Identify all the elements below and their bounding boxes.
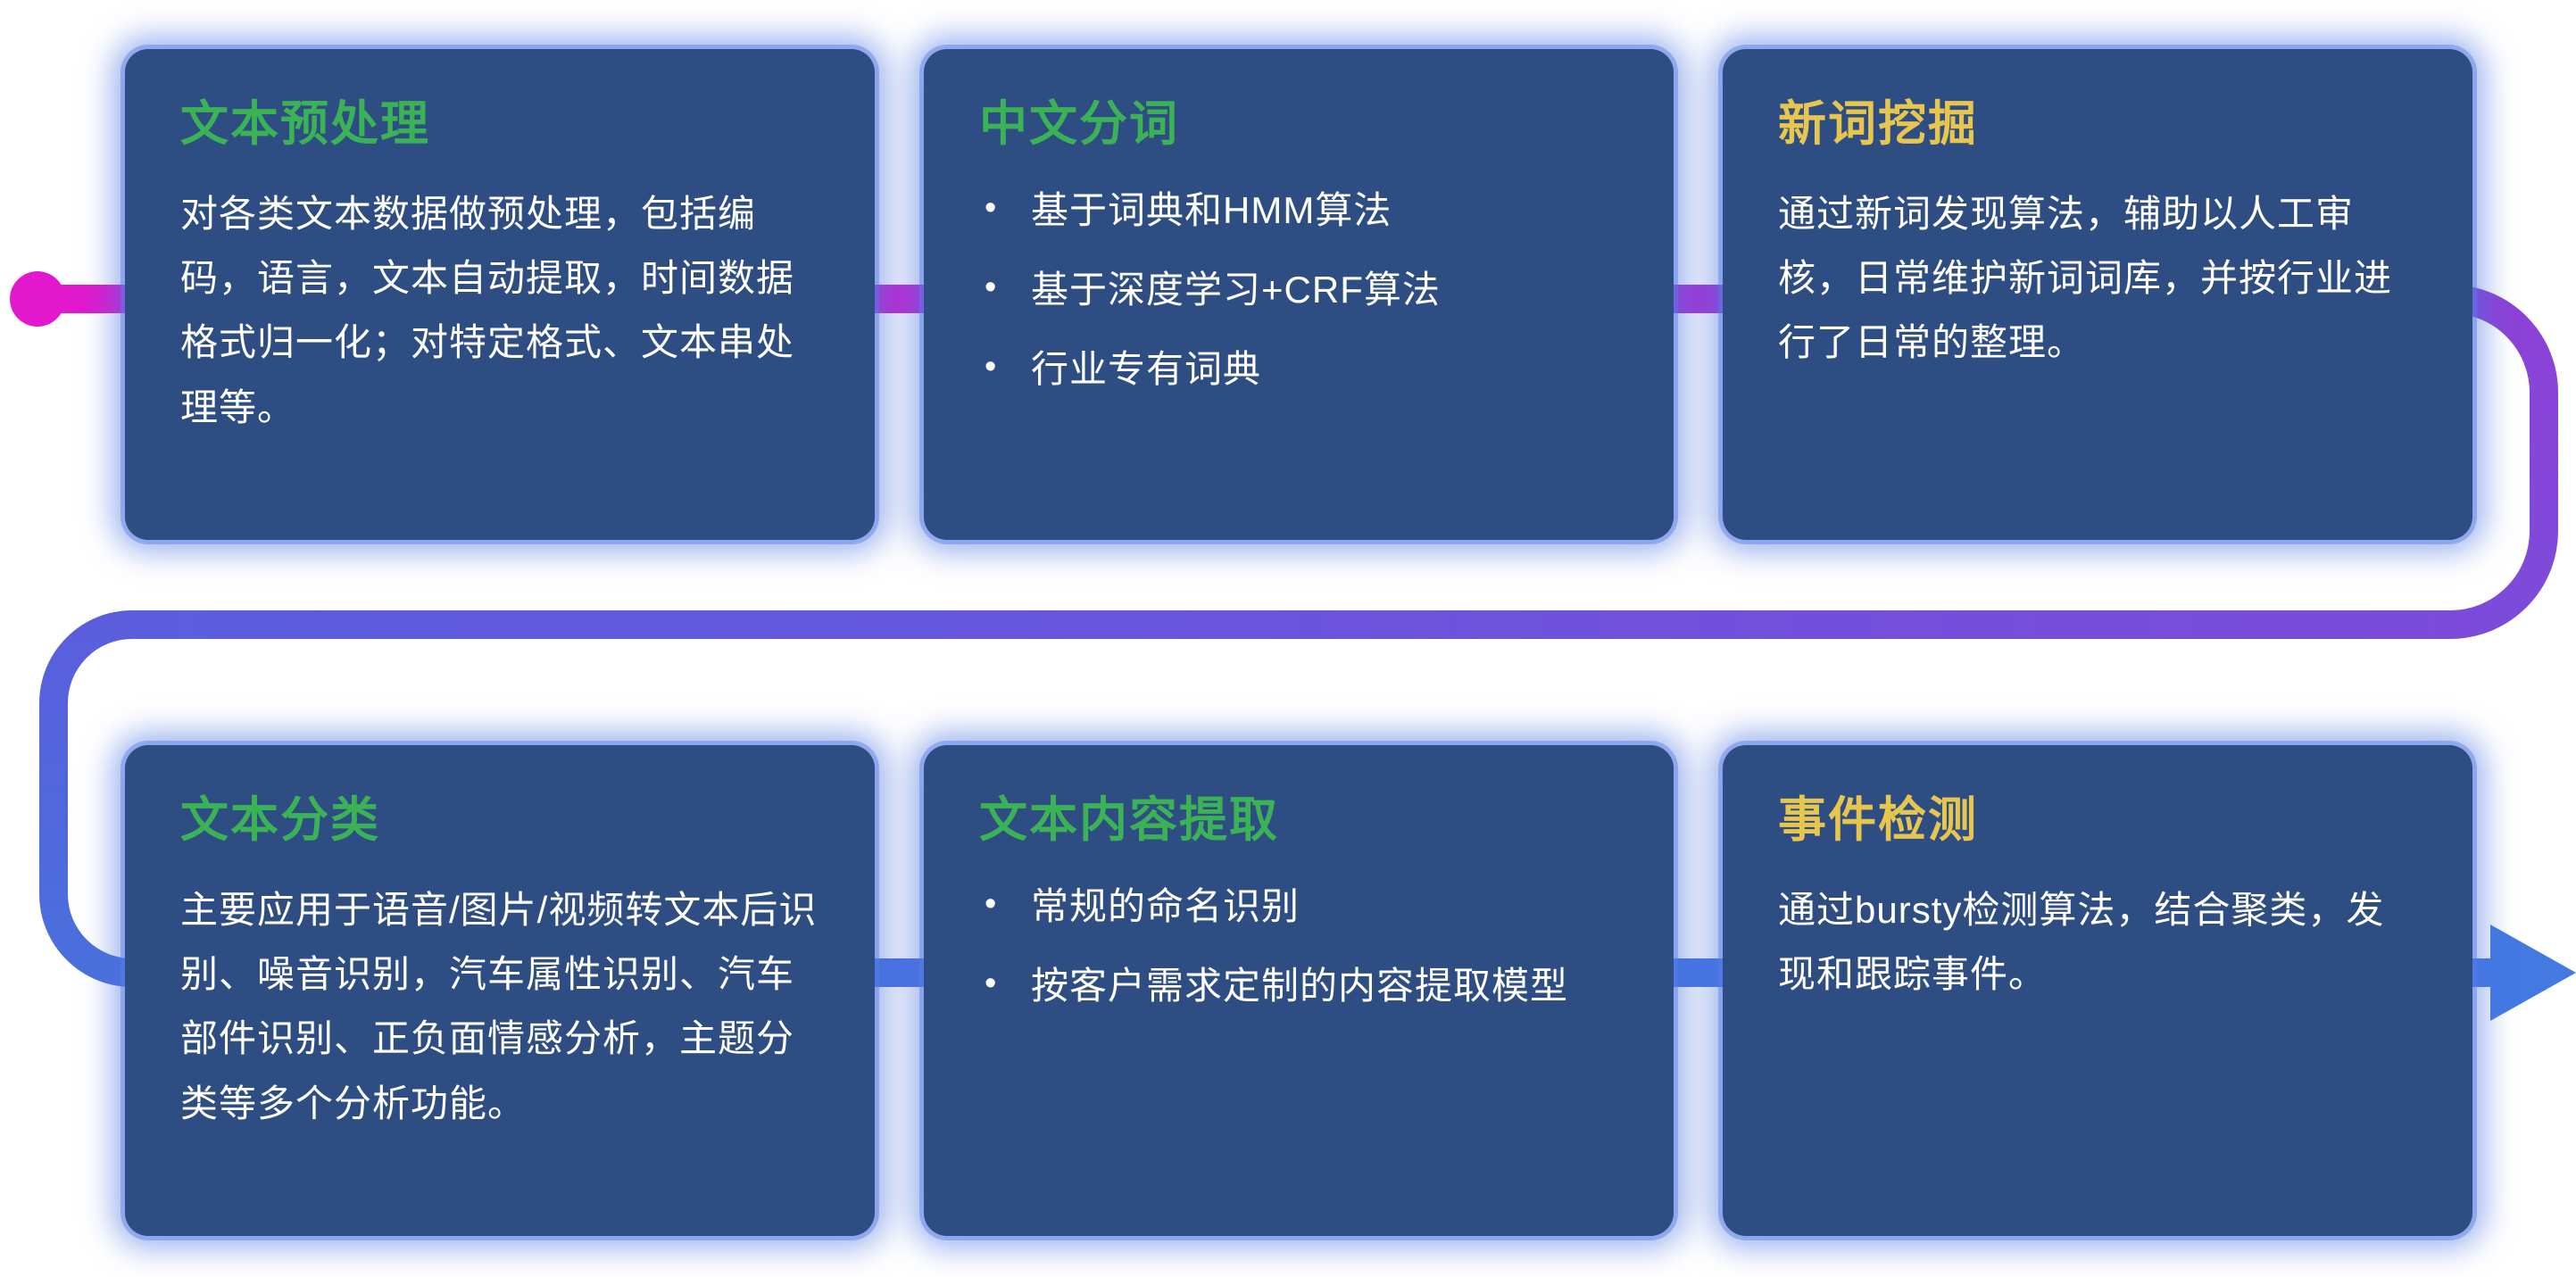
bullet-item: 基于词典和HMM算法 (979, 182, 1618, 238)
bullet-item: 行业专有词典 (979, 341, 1618, 397)
card-text-preprocessing: 文本预处理 对各类文本数据做预处理，包括编码，语言，文本自动提取，时间数据格式归… (125, 49, 875, 540)
card-body: 通过新词发现算法，辅助以人工审核，日常维护新词词库，并按行业进行了日常的整理。 (1778, 192, 2393, 364)
card-new-word-mining: 新词挖掘 通过新词发现算法，辅助以人工审核，日常维护新词词库，并按行业进行了日常… (1723, 49, 2472, 540)
card-title: 文本预处理 (180, 97, 430, 151)
bullet-item: 按客户需求定制的内容提取模型 (979, 958, 1618, 1014)
card-title: 中文分词 (979, 97, 1179, 151)
bullet-list: 常规的命名识别 按客户需求定制的内容提取模型 (979, 878, 1618, 1014)
flow-curve-left (39, 610, 133, 987)
card-body: 通过bursty检测算法，结合聚类，发现和跟踪事件。 (1778, 888, 2385, 996)
flow-start-dot (10, 271, 65, 327)
flow-curve-right (2449, 285, 2558, 639)
cards-grid: 文本预处理 对各类文本数据做预处理，包括编码，语言，文本自动提取，时间数据格式归… (125, 49, 2472, 1236)
card-title: 事件检测 (1778, 793, 1978, 847)
card-body: 对各类文本数据做预处理，包括编码，语言，文本自动提取，时间数据格式归一化；对特定… (180, 192, 795, 428)
card-title: 文本分类 (180, 793, 380, 847)
flow-arrow-head-icon (2490, 925, 2576, 1021)
card-text-classification: 文本分类 主要应用于语音/图片/视频转文本后识别、噪音识别，汽车属性识别、汽车部… (125, 745, 875, 1236)
card-chinese-word-segmentation: 中文分词 基于词典和HMM算法 基于深度学习+CRF算法 行业专有词典 (924, 49, 1674, 540)
card-text-content-extraction: 文本内容提取 常规的命名识别 按客户需求定制的内容提取模型 (924, 745, 1674, 1236)
card-event-detection: 事件检测 通过bursty检测算法，结合聚类，发现和跟踪事件。 (1723, 745, 2472, 1236)
bullet-list: 基于词典和HMM算法 基于深度学习+CRF算法 行业专有词典 (979, 182, 1618, 397)
card-body: 主要应用于语音/图片/视频转文本后识别、噪音识别，汽车属性识别、汽车部件识别、正… (180, 888, 818, 1124)
bullet-item: 基于深度学习+CRF算法 (979, 261, 1618, 318)
card-title: 新词挖掘 (1778, 97, 1978, 151)
bullet-item: 常规的命名识别 (979, 878, 1618, 934)
card-title: 文本内容提取 (979, 793, 1279, 847)
